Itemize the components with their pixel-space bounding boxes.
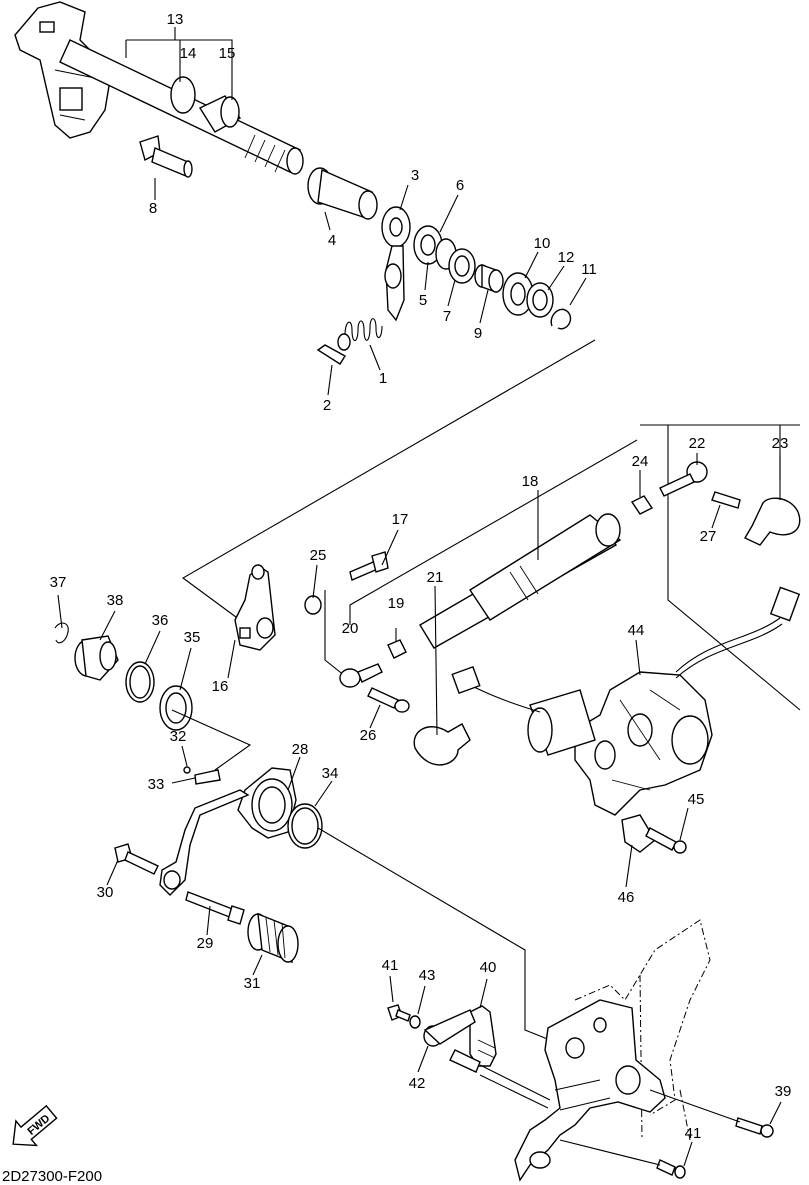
shift-shaft-assembly bbox=[14, 1, 587, 396]
callout-31: 31 bbox=[244, 975, 261, 992]
callout-37: 37 bbox=[50, 574, 67, 591]
callout-16: 16 bbox=[212, 678, 229, 695]
callout-11: 11 bbox=[581, 261, 597, 278]
fwd-arrow-icon: FWD bbox=[12, 1104, 58, 1147]
shift-actuator-assembly bbox=[181, 339, 801, 888]
callout-27: 27 bbox=[700, 528, 717, 545]
callout-21: 21 bbox=[427, 569, 444, 586]
callout-26: 26 bbox=[360, 727, 377, 744]
callout-34: 34 bbox=[322, 765, 339, 782]
callout-12: 12 bbox=[558, 249, 575, 266]
callout-23: 23 bbox=[772, 435, 789, 452]
callout-19: 19 bbox=[388, 595, 405, 612]
callout-labels: 1 2 3 4 5 6 7 8 9 10 11 12 13 14 15 16 1… bbox=[50, 11, 792, 1142]
callout-42: 42 bbox=[409, 1075, 426, 1092]
callout-5: 5 bbox=[419, 292, 427, 309]
callout-13: 13 bbox=[167, 11, 184, 28]
callout-40: 40 bbox=[480, 959, 497, 976]
callout-15: 15 bbox=[219, 45, 236, 62]
diagram-code: 2D27300-F200 bbox=[2, 1168, 102, 1185]
callout-14: 14 bbox=[180, 45, 197, 62]
callout-17: 17 bbox=[392, 511, 409, 528]
callout-35: 35 bbox=[184, 629, 201, 646]
callout-4: 4 bbox=[328, 232, 336, 249]
callout-2: 2 bbox=[323, 397, 331, 414]
callout-20: 20 bbox=[342, 620, 359, 637]
callout-43: 43 bbox=[419, 967, 436, 984]
callout-33: 33 bbox=[148, 776, 165, 793]
callout-7: 7 bbox=[443, 308, 451, 325]
callout-24: 24 bbox=[632, 453, 649, 470]
callout-29: 29 bbox=[197, 935, 214, 952]
callout-10: 10 bbox=[534, 235, 551, 252]
callout-6: 6 bbox=[456, 177, 464, 194]
callout-25: 25 bbox=[310, 547, 327, 564]
callout-41-bottom: 41 bbox=[685, 1125, 702, 1142]
callout-44: 44 bbox=[628, 622, 645, 639]
callout-30: 30 bbox=[97, 884, 114, 901]
callout-18: 18 bbox=[522, 473, 539, 490]
shift-pedal-assembly bbox=[54, 594, 551, 1041]
callout-8: 8 bbox=[149, 200, 157, 217]
callout-3: 3 bbox=[411, 167, 419, 184]
callout-1: 1 bbox=[379, 370, 387, 387]
callout-36: 36 bbox=[152, 612, 169, 629]
callout-22: 22 bbox=[689, 435, 706, 452]
callout-46: 46 bbox=[618, 889, 635, 906]
callout-41: 41 bbox=[382, 957, 399, 974]
callout-39: 39 bbox=[775, 1083, 792, 1100]
callout-9: 9 bbox=[474, 325, 482, 342]
footrest-bracket-assembly bbox=[387, 919, 782, 1182]
callout-32: 32 bbox=[170, 728, 187, 745]
callout-38: 38 bbox=[107, 592, 124, 609]
callout-28: 28 bbox=[292, 741, 309, 758]
callout-45: 45 bbox=[688, 791, 705, 808]
